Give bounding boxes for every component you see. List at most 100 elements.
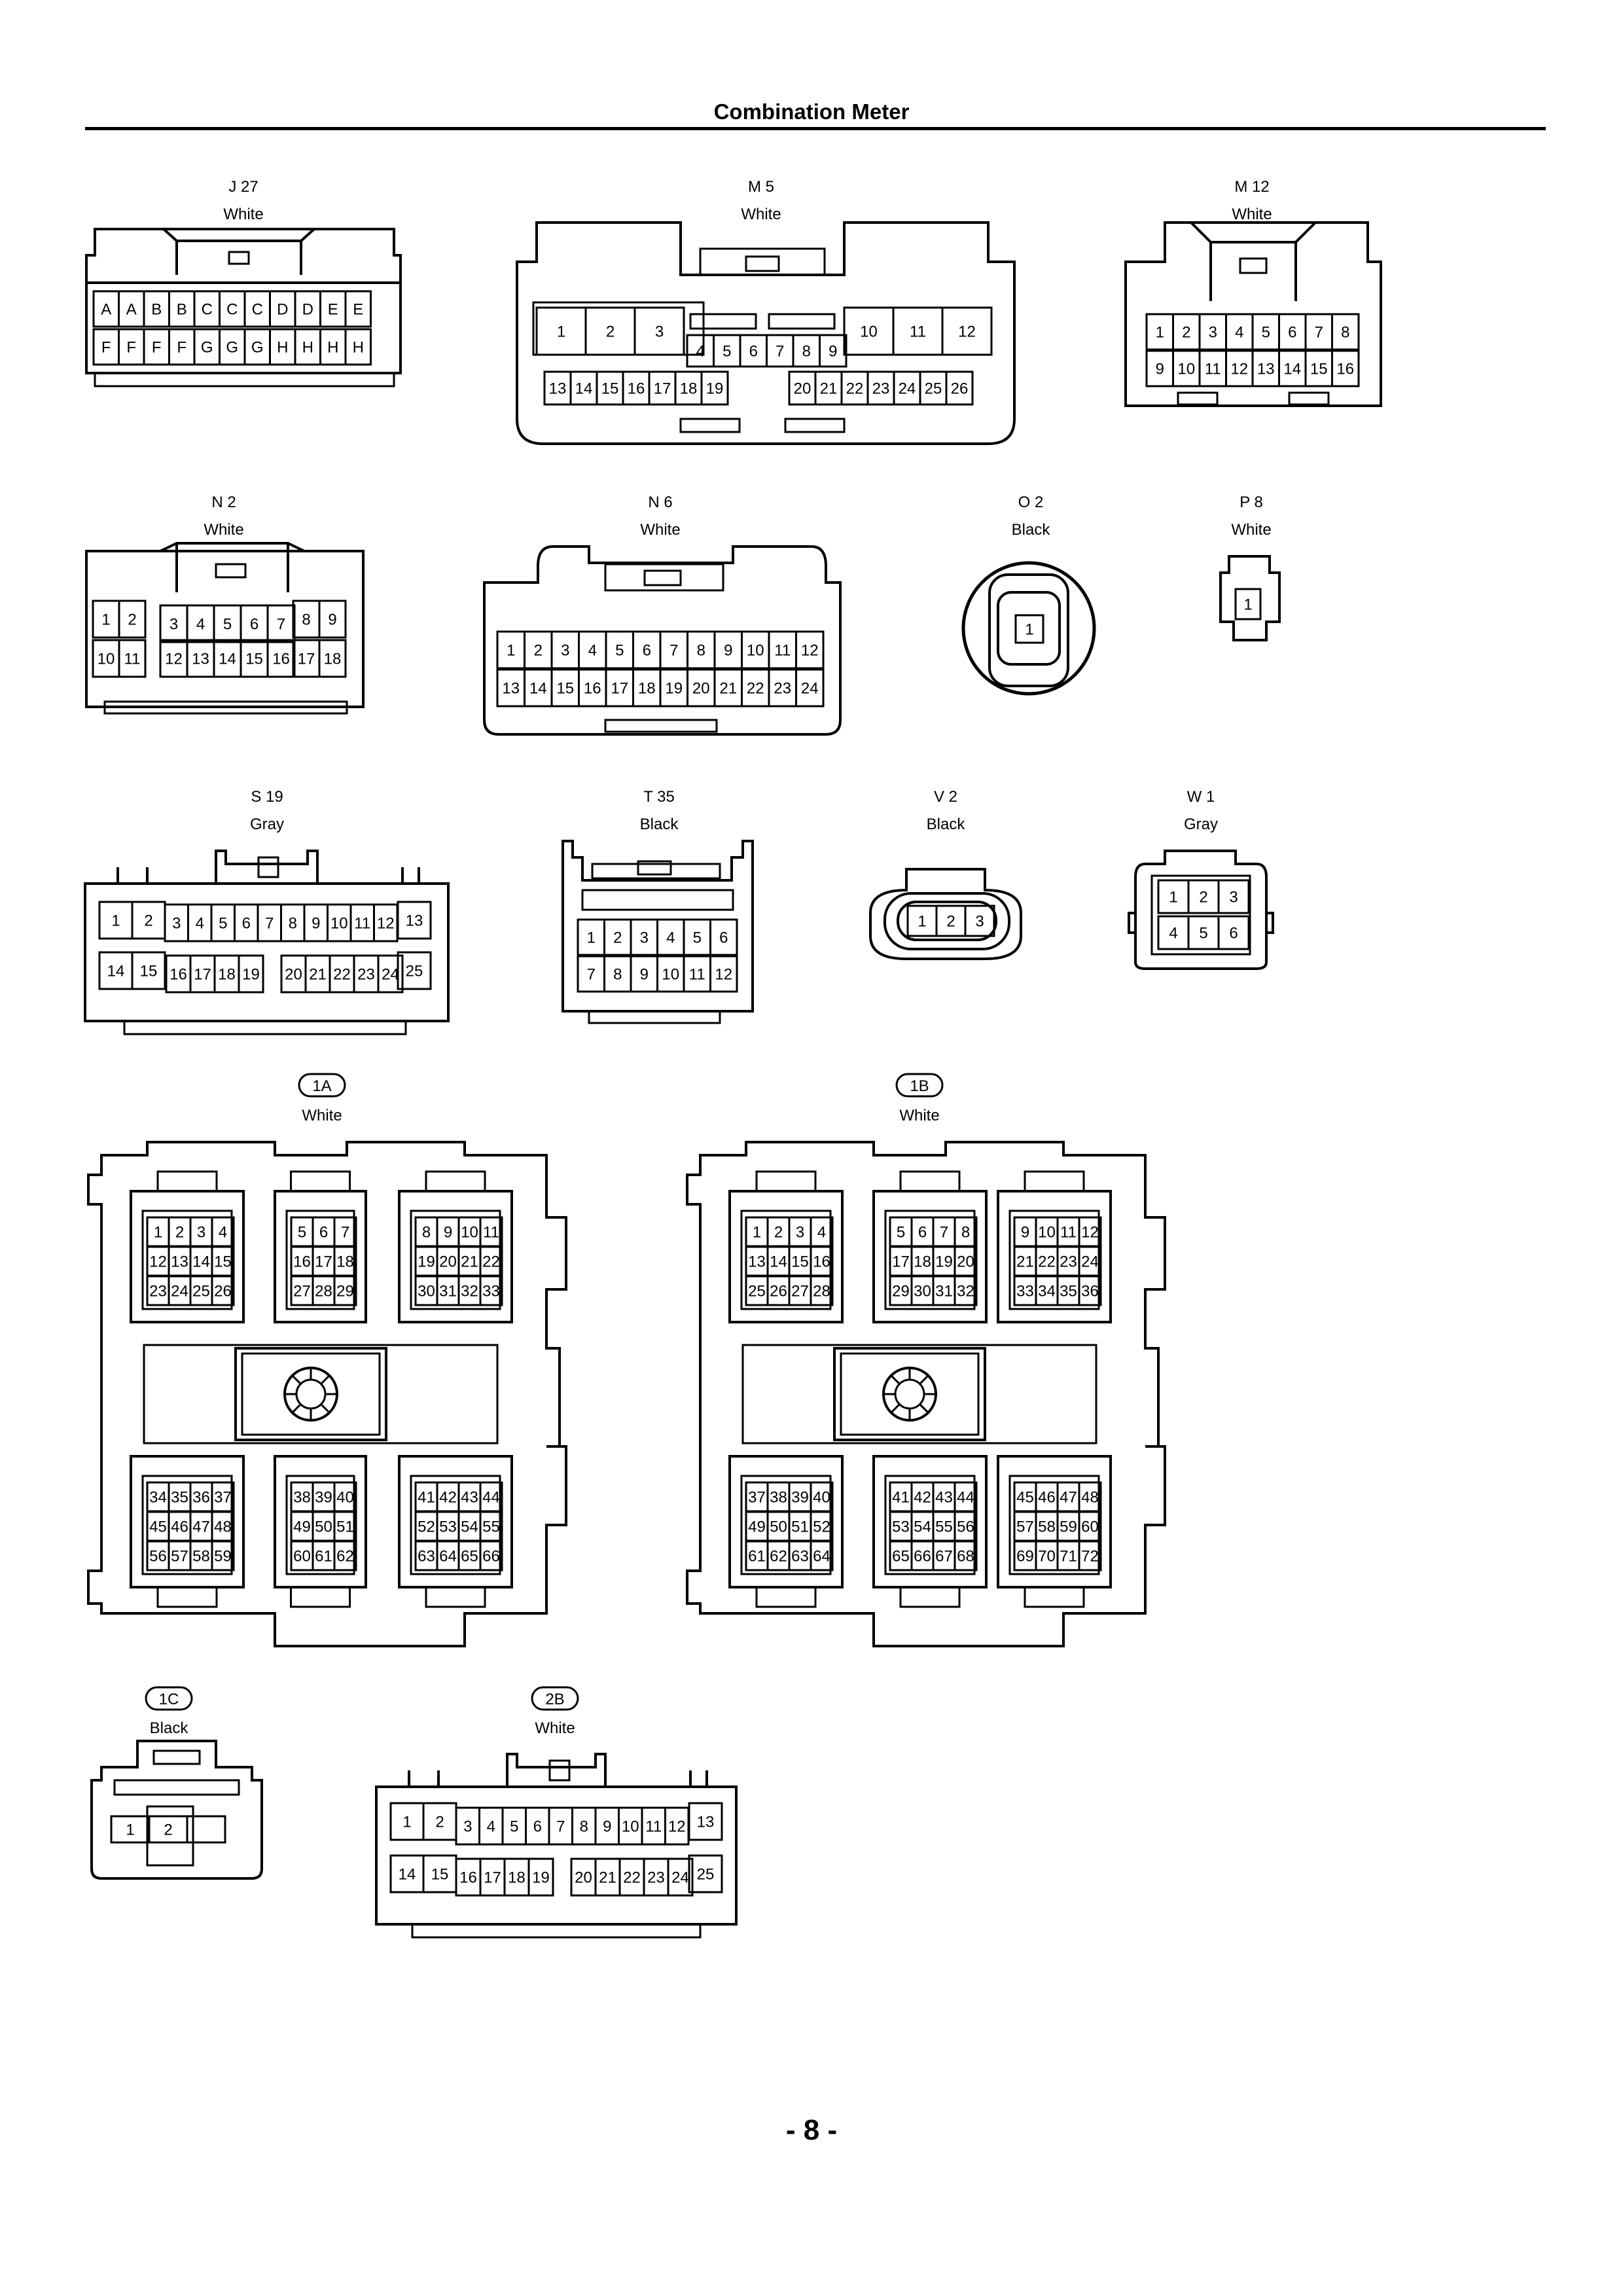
pin-label: 58 (1038, 1518, 1056, 1536)
pin-label: 25 (925, 380, 942, 398)
pin-label: 2 (144, 912, 152, 930)
connector-color: Black (640, 816, 679, 833)
pin-label: 65 (892, 1548, 910, 1566)
pin-label: 32 (957, 1283, 974, 1300)
pin-label: 59 (1060, 1518, 1077, 1536)
pin-label: 8 (802, 343, 811, 361)
pin-label: 4 (487, 1818, 495, 1836)
pin-label: 12 (958, 323, 976, 341)
pin-label: 18 (336, 1253, 354, 1271)
pin-label: 13 (748, 1253, 766, 1271)
pin-label: B (177, 301, 187, 319)
pin-label: 40 (813, 1489, 830, 1507)
pin-label: 39 (315, 1489, 332, 1507)
pin-label: 23 (149, 1283, 167, 1300)
pin-label: 12 (668, 1818, 686, 1836)
pin-label: 43 (935, 1489, 953, 1507)
pin-label: 10 (622, 1818, 639, 1836)
pin-label: 16 (459, 1869, 477, 1887)
page-number: - 8 - (785, 2114, 838, 2146)
pin-label: 1 (557, 323, 565, 341)
pin-label: 25 (192, 1283, 210, 1300)
pin-label: 11 (910, 323, 926, 341)
pin-label: 1 (1156, 324, 1164, 342)
pin-label: 14 (529, 680, 547, 698)
pin-label: 14 (575, 380, 593, 398)
connector-code: V 2 (934, 788, 957, 806)
pin-label: 72 (1081, 1548, 1099, 1566)
pin-label: 1 (507, 642, 515, 660)
pin-label: 25 (748, 1283, 766, 1300)
pin-label: 2 (1182, 324, 1190, 342)
pin-label: 12 (801, 642, 819, 660)
pin-label: 58 (192, 1548, 210, 1566)
connector-code: M 12 (1234, 178, 1269, 196)
pin-label: 4 (1169, 925, 1177, 942)
pin-label: 41 (892, 1489, 910, 1507)
pin-label: 27 (293, 1283, 311, 1300)
connector-code: M 5 (748, 178, 774, 196)
pin-label: 14 (219, 651, 236, 668)
pin-label: 24 (671, 1869, 689, 1887)
pin-label: 3 (561, 642, 569, 660)
pin-label: 40 (336, 1489, 354, 1507)
pin-label: 10 (747, 642, 764, 660)
pin-label: 29 (892, 1283, 910, 1300)
pin-label: 9 (328, 611, 336, 629)
pin-label: 47 (1060, 1489, 1077, 1507)
pin-label: 63 (418, 1548, 435, 1566)
pin-label: 29 (336, 1283, 354, 1300)
pin-label: 1 (1243, 596, 1252, 614)
pin-label: 8 (697, 642, 705, 660)
pin-label: 15 (556, 680, 574, 698)
pin-label: 23 (1060, 1253, 1077, 1271)
pin-label: 47 (192, 1518, 210, 1536)
pin-label: 4 (666, 929, 675, 947)
pin-label: 31 (439, 1283, 457, 1300)
pin-label: 26 (770, 1283, 787, 1300)
pin-label: H (302, 339, 313, 357)
pin-label: 13 (549, 380, 567, 398)
pin-label: 6 (749, 343, 758, 361)
pin-label: 35 (171, 1489, 188, 1507)
pin-label: 12 (715, 966, 732, 984)
pin-label: 3 (463, 1818, 472, 1836)
pin-label: 7 (776, 343, 784, 361)
pin-label: 8 (289, 915, 297, 933)
pin-label: 59 (214, 1548, 232, 1566)
pin-label: G (251, 339, 264, 357)
pin-label: 70 (1038, 1548, 1056, 1566)
pin-label: 34 (1038, 1283, 1056, 1300)
pin-label: 5 (510, 1818, 518, 1836)
pin-label: 1 (1025, 621, 1033, 639)
pin-label: 3 (1209, 324, 1217, 342)
pin-label: 57 (1016, 1518, 1034, 1536)
pin-label: 60 (293, 1548, 311, 1566)
pin-label: 2 (164, 1821, 172, 1839)
connector-color: Gray (1184, 816, 1218, 833)
pin-label: 17 (194, 966, 211, 984)
pin-label: 10 (461, 1224, 478, 1242)
pin-label: 53 (892, 1518, 910, 1536)
pin-label: 25 (406, 963, 423, 980)
pin-label: 64 (813, 1548, 830, 1566)
pin-label: 16 (584, 680, 601, 698)
pin-label: 17 (611, 680, 628, 698)
connector-color: White (223, 206, 263, 223)
pin-label: 56 (149, 1548, 167, 1566)
pin-label: 37 (748, 1489, 766, 1507)
connector-color: Black (927, 816, 966, 833)
pin-label: 9 (1156, 361, 1164, 378)
pin-label: 15 (1310, 361, 1328, 378)
pin-label: 11 (1205, 361, 1221, 378)
pin-label: 21 (1016, 1253, 1034, 1271)
pin-label: 64 (439, 1548, 457, 1566)
pin-label: 11 (483, 1224, 499, 1242)
pin-label: 17 (298, 651, 315, 668)
pin-label: 44 (482, 1489, 500, 1507)
